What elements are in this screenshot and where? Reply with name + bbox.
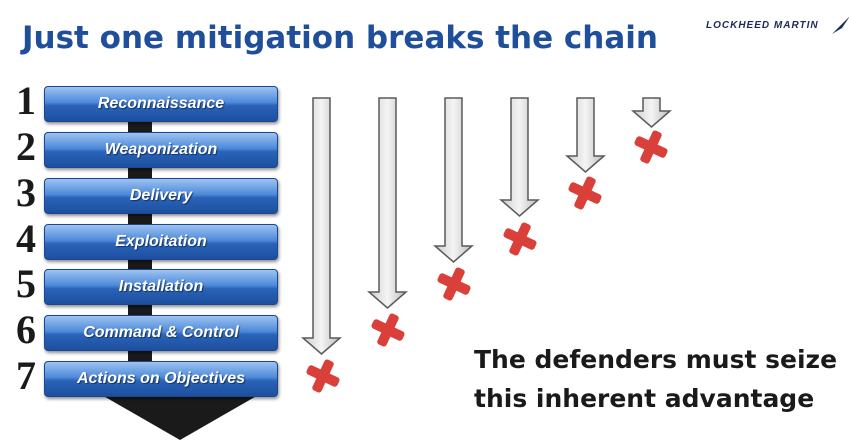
tagline-line-2: this inherent advantage — [474, 384, 815, 413]
x-mark-icon — [503, 222, 537, 256]
x-mark-icon — [634, 130, 668, 164]
x-mark-icon — [437, 267, 471, 301]
step-box-exploitation: Exploitation — [44, 224, 278, 260]
step-row: 6 Command & Control — [0, 307, 290, 354]
step-label: Exploitation — [115, 233, 207, 250]
logo-star-icon — [832, 17, 849, 34]
step-box-installation: Installation — [44, 269, 278, 305]
step-number: 4 — [16, 216, 36, 261]
down-arrow-icon — [630, 97, 673, 128]
down-arrow-icon — [498, 97, 541, 217]
step-box-command-control: Command & Control — [44, 315, 278, 351]
step-row: 4 Exploitation — [0, 216, 290, 263]
down-arrow-icon — [432, 97, 475, 263]
x-mark-icon — [568, 176, 602, 210]
step-label: Installation — [118, 278, 204, 295]
step-box-weaponization: Weaponization — [44, 132, 278, 168]
step-label: Weaponization — [104, 141, 218, 158]
step-label: Actions on Objectives — [76, 370, 246, 387]
x-mark-icon — [371, 313, 405, 347]
step-row: 2 Weaponization — [0, 124, 290, 171]
step-number: 5 — [16, 261, 36, 306]
step-number: 6 — [16, 307, 36, 352]
step-number: 2 — [16, 124, 36, 169]
lockheed-martin-logo: LOCKHEED MARTIN — [706, 20, 819, 31]
step-row: 3 Delivery — [0, 170, 290, 217]
step-row: 7 Actions on Objectives — [0, 353, 290, 400]
page-title: Just one mitigation breaks the chain — [22, 20, 658, 56]
step-number: 3 — [16, 170, 36, 215]
step-label: Command & Control — [83, 324, 239, 341]
step-number: 1 — [16, 78, 36, 123]
step-label: Delivery — [129, 187, 193, 204]
down-arrow-icon — [300, 97, 343, 355]
x-mark-icon — [306, 359, 340, 393]
step-label: Reconnaissance — [97, 95, 225, 112]
down-arrow-icon — [366, 97, 409, 309]
tagline-line-1: The defenders must seize — [474, 345, 838, 374]
kill-chain-bottom-arrow — [100, 394, 260, 440]
step-number: 7 — [16, 353, 36, 398]
step-box-actions-on-objectives: Actions on Objectives — [44, 361, 278, 397]
defenders-tagline: The defenders must seize this inherent a… — [474, 340, 837, 418]
step-row: 5 Installation — [0, 261, 290, 308]
step-box-reconnaissance: Reconnaissance — [44, 86, 278, 122]
step-row: 1 Reconnaissance — [0, 78, 290, 125]
down-arrow-icon — [564, 97, 607, 173]
step-box-delivery: Delivery — [44, 178, 278, 214]
